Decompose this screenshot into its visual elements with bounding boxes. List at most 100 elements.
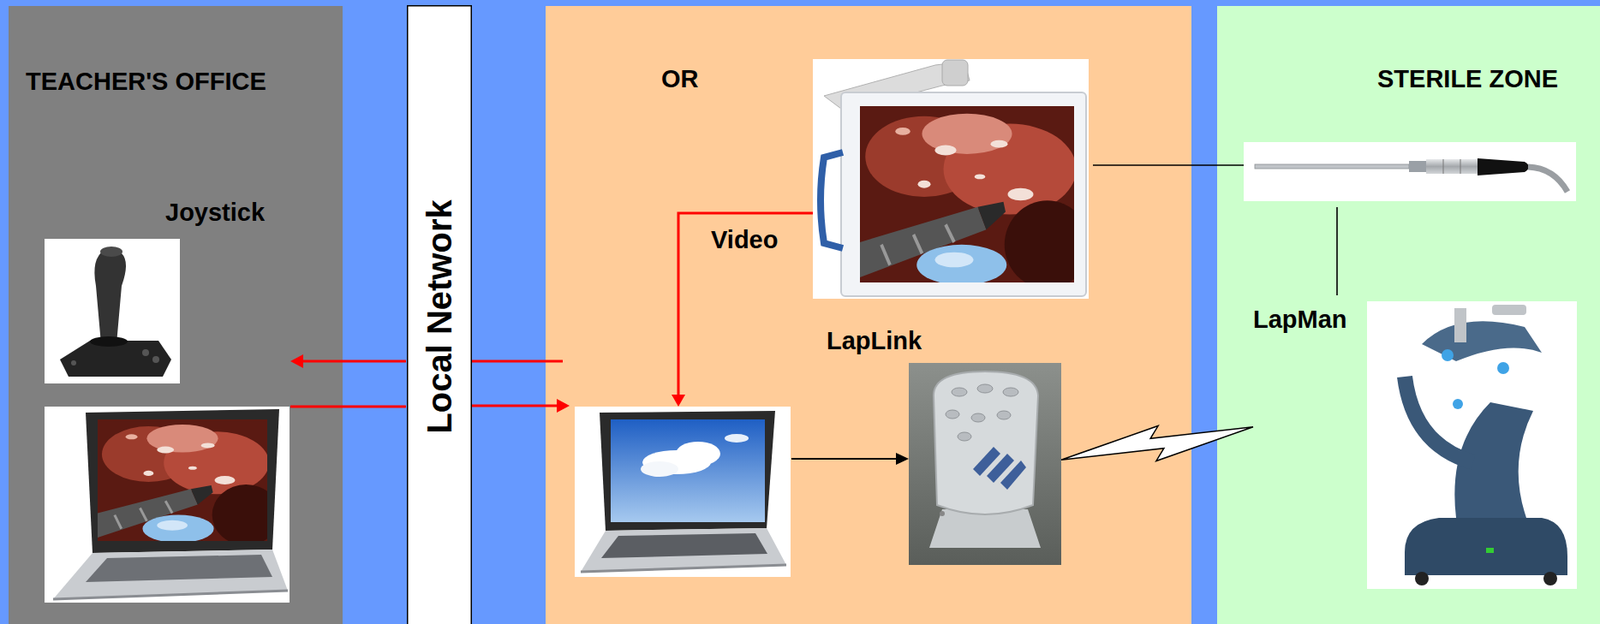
endoscope-picture: [1408, 161, 1427, 173]
endoscope-picture: [1254, 164, 1409, 169]
laplink-picture: [908, 363, 1062, 566]
or-laptop-picture: [675, 441, 721, 466]
laplink-picture: [971, 413, 986, 423]
lapman-picture: [1404, 376, 1474, 463]
device-label: LapMan: [1253, 304, 1348, 335]
joystick-node: Joystick: [44, 195, 272, 384]
joystick-picture: [44, 238, 180, 384]
network-bar-fill: [407, 5, 472, 624]
lapman-picture: [1367, 301, 1577, 590]
edge-group: [1061, 426, 1254, 462]
zone-heading: TEACHER'S OFFICE: [25, 66, 267, 97]
or-laptop-picture: [601, 533, 768, 559]
laplink-picture: [977, 384, 993, 394]
laplink-picture: [908, 363, 1062, 566]
or-panel-fill: [545, 5, 1192, 624]
monitor-picture: [820, 152, 843, 249]
zone-heading: STERILE ZONE: [1377, 64, 1559, 95]
or-laptop-picture: [599, 411, 776, 532]
endoscope-picture: [1477, 158, 1529, 176]
sterile-panel: STERILE ZONE LapMan: [1217, 5, 1600, 624]
endoscope-picture: [1443, 159, 1445, 174]
lapman-picture: [1543, 572, 1558, 586]
or-laptop-picture: [724, 434, 749, 443]
monitor-picture: [859, 106, 1091, 289]
endoscope-picture: [1243, 142, 1577, 202]
lapman-picture: [1454, 308, 1467, 343]
lapman-picture: [1452, 399, 1463, 410]
monitor-picture: [812, 59, 1091, 299]
network-arrow-to-or: [471, 405, 559, 408]
teacher-laptop-picture: [44, 406, 290, 603]
laplink-node: LapLink: [826, 326, 1062, 566]
laplink-picture: [957, 432, 972, 442]
lapman-picture: [1441, 349, 1454, 362]
network-arrow-to-office: [471, 360, 563, 364]
teacher-laptop-picture: [97, 419, 281, 546]
teacher-laptop-picture: [44, 406, 290, 603]
teacher-laptop-picture: [53, 549, 288, 600]
teacher-laptop-picture: [53, 591, 288, 600]
or-laptop-picture: [574, 406, 791, 578]
or-laptop-picture: [574, 406, 791, 578]
network-arrow-to-office: [301, 360, 406, 364]
endoscope-picture: [1243, 142, 1577, 202]
network-label: Local Network: [419, 199, 460, 434]
device-label: Joystick: [165, 197, 265, 228]
laplink-picture: [1000, 460, 1027, 490]
or-laptop-picture: [580, 565, 787, 573]
or-laptop-picture: [610, 419, 765, 523]
lapman-picture: [1414, 572, 1429, 586]
lapman-picture: [1497, 362, 1510, 375]
network-bar: Local Network: [406, 5, 472, 624]
video-arrow: [671, 394, 686, 407]
laptop-to-laplink-arrow: [895, 453, 909, 466]
wire-lines: [1092, 164, 1244, 167]
lapman-node: LapMan: [1253, 304, 1577, 590]
laplink-picture: [933, 371, 1039, 515]
network-arrow-to-or: [290, 405, 406, 409]
network-arrow-to-or: [556, 399, 570, 413]
network-arrow-to-office: [290, 354, 304, 369]
laplink-picture: [951, 388, 968, 397]
endoscope-picture: [1460, 159, 1462, 174]
signal-label: Video: [710, 225, 778, 256]
wireless-link: [1061, 426, 1254, 462]
sterile-panel-fill: [1217, 5, 1600, 624]
wire-lines: [1092, 165, 1338, 296]
laplink-picture: [997, 411, 1011, 420]
office-panel: TEACHER'S OFFICE Joystick: [8, 5, 343, 624]
joystick-picture: [94, 250, 126, 345]
joystick-picture: [152, 356, 160, 364]
lapman-picture: [1421, 321, 1542, 362]
zone-heading: OR: [661, 64, 699, 95]
device-label: LapLink: [826, 326, 922, 357]
video-arrow: [671, 213, 813, 407]
or-laptop-picture: [640, 461, 679, 478]
laplink-picture: [1002, 388, 1019, 397]
lapman-picture: [1486, 548, 1494, 554]
lapman-picture: [1404, 518, 1568, 576]
laplink-picture: [945, 410, 960, 419]
joystick-picture: [100, 246, 123, 257]
joystick-picture: [142, 349, 150, 357]
lapman-picture: [1367, 301, 1577, 590]
endoscope-picture: [1528, 167, 1568, 192]
joystick-picture: [89, 336, 128, 347]
teacher-laptop-picture: [85, 409, 280, 554]
office-panel-fill: [8, 5, 343, 624]
endoscope-picture: [1426, 159, 1478, 174]
or-panel: OR LapLink: [545, 5, 1192, 624]
or-laptop-picture: [580, 528, 787, 573]
teacher-laptop-picture: [85, 555, 273, 583]
joystick-picture: [71, 360, 77, 366]
video-arrow: [678, 213, 813, 396]
monitor-picture: [942, 59, 968, 86]
wire-lines: [1336, 207, 1338, 296]
laptop-to-laplink-arrow: [791, 453, 909, 466]
lapman-picture: [1492, 304, 1527, 316]
panel-fills: [8, 5, 1600, 624]
laplink-picture: [939, 511, 945, 517]
label-holder: Video: [710, 225, 778, 256]
